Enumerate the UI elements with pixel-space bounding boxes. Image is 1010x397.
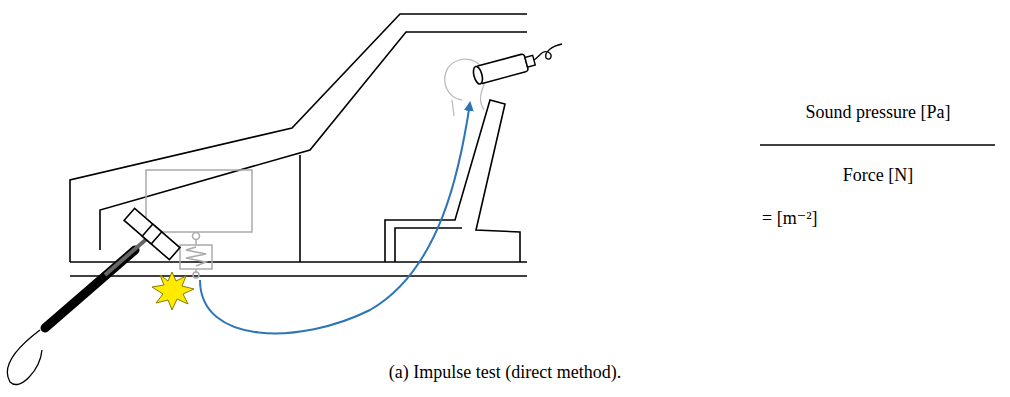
engine-and-mount: [146, 170, 252, 278]
dummy-head: [445, 59, 485, 116]
transfer-path-arrow: [200, 103, 470, 333]
denominator-label: Force [N]: [843, 165, 913, 187]
microphone: [472, 44, 562, 85]
numerator-label: Sound pressure [Pa]: [806, 102, 951, 124]
fraction-bar: [760, 144, 995, 146]
impact-star: [152, 272, 194, 310]
car-body: [70, 14, 527, 276]
figure-caption: (a) Impulse test (direct method).: [389, 362, 621, 384]
impact-hammer: [7, 208, 180, 384]
unit-label: = [m⁻²]: [762, 208, 818, 230]
